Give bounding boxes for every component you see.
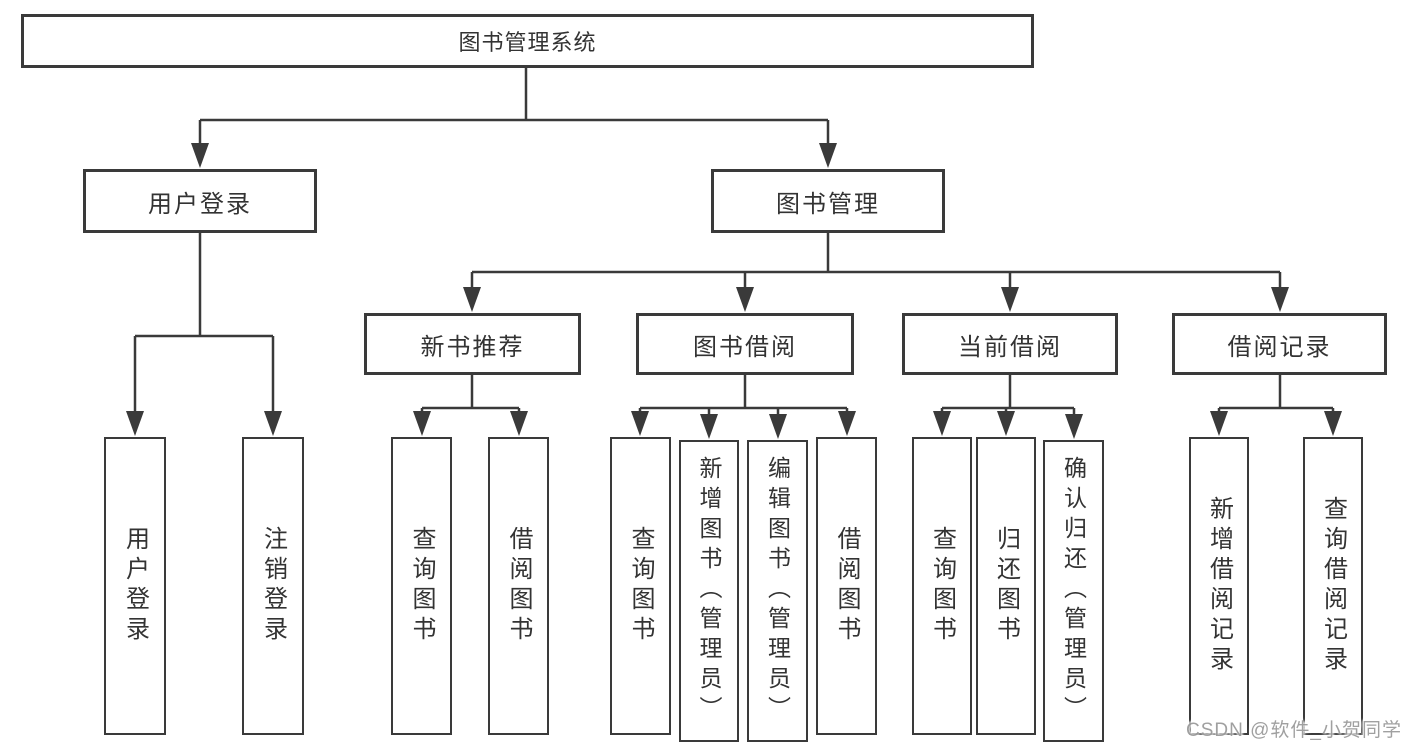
leaf-recommend-query-books: 查询图书 [391, 437, 452, 735]
arrowhead-icon [510, 411, 528, 436]
node-library-management-system: 图书管理系统 [21, 14, 1034, 68]
arrowhead-icon [1001, 287, 1019, 312]
arrowhead-icon [1210, 411, 1228, 436]
leaf-recommend-borrow-books: 借阅图书 [488, 437, 549, 735]
leaf-records-query-record: 查询借阅记录 [1303, 437, 1363, 735]
arrowhead-icon [126, 411, 144, 436]
arrowhead-icon [631, 411, 649, 436]
leaf-borrowing-add-books-admin: 新增图书（管理员） [679, 440, 739, 742]
leaf-borrowing-edit-books-admin: 编辑图书（管理员） [747, 440, 808, 742]
node-borrowing-records: 借阅记录 [1172, 313, 1387, 375]
node-book-borrowing: 图书借阅 [636, 313, 854, 375]
leaf-logout: 注销登录 [242, 437, 304, 735]
node-user-login: 用户登录 [83, 169, 317, 233]
csdn-watermark: CSDN @软件_小贺同学 [1186, 720, 1402, 741]
leaf-current-confirm-return-admin: 确认归还（管理员） [1043, 440, 1104, 742]
leaf-current-return-books: 归还图书 [976, 437, 1036, 735]
arrowhead-icon [413, 411, 431, 436]
leaf-current-query-books: 查询图书 [912, 437, 972, 735]
leaf-records-add-record: 新增借阅记录 [1189, 437, 1249, 735]
node-book-management: 图书管理 [711, 169, 945, 233]
arrowhead-icon [769, 414, 787, 439]
arrowhead-icon [838, 411, 856, 436]
arrowhead-icon [997, 411, 1015, 436]
arrowhead-icon [463, 287, 481, 312]
arrowheads [126, 143, 1342, 439]
arrowhead-icon [819, 143, 837, 168]
connector-stems [133, 68, 1335, 416]
leaf-user-login: 用户登录 [104, 437, 166, 735]
arrowhead-icon [700, 414, 718, 439]
arrowhead-icon [1065, 414, 1083, 439]
node-new-book-recommend: 新书推荐 [364, 313, 581, 375]
arrowhead-icon [933, 411, 951, 436]
leaf-borrowing-borrow-books: 借阅图书 [816, 437, 877, 735]
arrowhead-icon [736, 287, 754, 312]
node-current-borrowing: 当前借阅 [902, 313, 1118, 375]
leaf-borrowing-query-books: 查询图书 [610, 437, 671, 735]
arrowhead-icon [191, 143, 209, 168]
arrowhead-icon [1324, 411, 1342, 436]
arrowhead-icon [1271, 287, 1289, 312]
arrowhead-icon [264, 411, 282, 436]
